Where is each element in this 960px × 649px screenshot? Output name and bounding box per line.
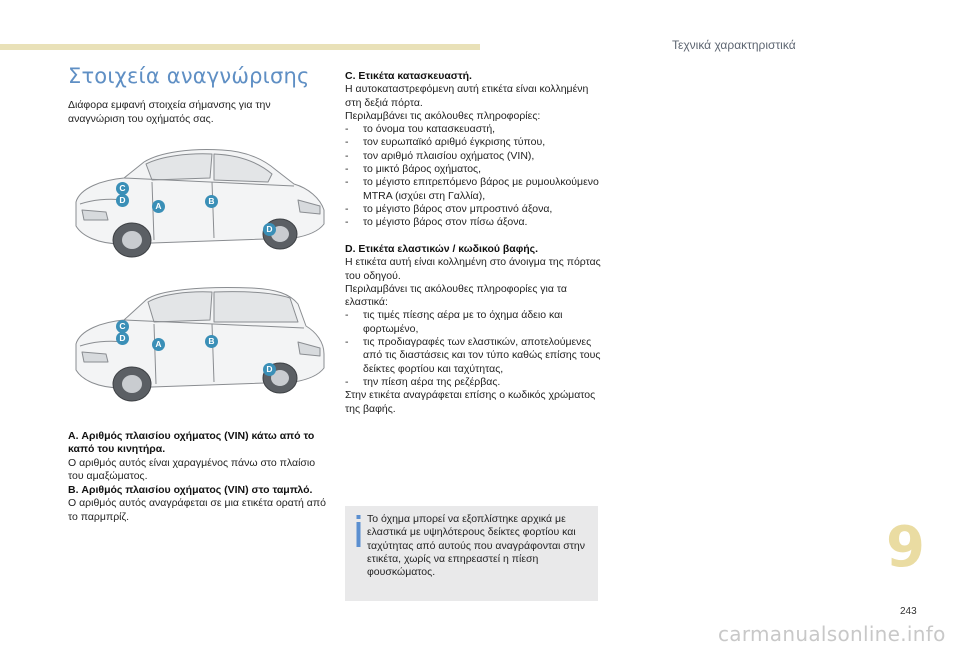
section-d-body: Η ετικέτα αυτή είναι κολλημένη στο άνοιγ… [345,256,601,282]
section-a: A. Αριθμός πλαισίου οχήματος (VIN) κάτω … [68,430,326,483]
header-accent-bar [0,44,480,50]
section-d-heading: D. Ετικέτα ελαστικών / κωδικού βαφής. [345,243,539,255]
section-c-list: το όνομα του κατασκευαστή, τον ευρωπαϊκό… [345,123,600,230]
marker-a-icon: A [152,200,165,213]
marker-d-icon: D [116,332,129,345]
list-item: τις προδιαγραφές των ελαστικών, αποτελού… [345,336,603,376]
marker-c-icon: C [116,320,129,333]
section-b-heading: B. Αριθμός πλαισίου οχήματος (VIN) στο τ… [68,484,313,496]
list-item: το όνομα του κατασκευαστή, [345,123,600,137]
estate-illustration: C D A B D [62,280,334,405]
page-title: Στοιχεία αναγνώρισης [68,64,310,88]
marker-d-rear-icon: D [263,363,276,376]
marker-c-icon: C [116,182,129,195]
list-item: τον ευρωπαϊκό αριθμό έγκρισης τύπου, [345,136,600,150]
marker-d-icon: D [116,194,129,207]
section-c: C. Ετικέτα κατασκευαστή. Η αυτοκαταστρεφ… [345,70,600,230]
section-c-heading: C. Ετικέτα κατασκευαστή. [345,70,472,82]
list-item: τον αριθμό πλαισίου οχήματος (VIN), [345,150,600,164]
list-item: το μικτό βάρος οχήματος, [345,163,600,177]
section-a-heading: A. Αριθμός πλαισίου οχήματος (VIN) κάτω … [68,430,315,456]
marker-d-rear-icon: D [263,223,276,236]
list-item: το μέγιστο βάρος στον πίσω άξονα. [345,216,600,230]
section-c-list-intro: Περιλαμβάνει τις ακόλουθες πληροφορίες: [345,109,541,122]
section-d-list: τις τιμές πίεσης αέρα με το όχημα άδειο … [345,309,603,389]
section-b-body: Ο αριθμός αυτός αναγράφεται σε μια ετικέ… [68,497,326,523]
list-item: την πίεση αέρα της ρεζέρβας. [345,376,603,390]
info-note: Το όχημα μπορεί να εξοπλίστηκε αρχικά με… [345,506,598,601]
section-title: Τεχνικά χαρακτηριστικά [672,38,796,52]
list-item: το μέγιστο επιτρεπόμενο βάρος με ρυμουλκ… [345,176,600,203]
marker-b-icon: B [205,195,218,208]
chapter-number: 9 [886,515,925,580]
watermark: carmanualsonline.info [718,622,946,646]
list-item: τις τιμές πίεσης αέρα με το όχημα άδειο … [345,309,603,336]
section-d-list-intro: Περιλαμβάνει τις ακόλουθες πληροφορίες γ… [345,282,567,309]
sedan-drawing [75,149,325,258]
page-number: 243 [900,606,917,617]
marker-a-icon: A [152,338,165,351]
estate-drawing [75,287,325,402]
intro-paragraph: Διάφορα εμφανή στοιχεία σήμανσης για την… [68,99,271,125]
sedan-illustration: C D A B D [62,140,334,260]
list-item: το μέγιστο βάρος στον μπροστινό άξονα, [345,203,600,217]
info-note-text: Το όχημα μπορεί να εξοπλίστηκε αρχικά με… [367,513,586,579]
section-d-footer: Στην ετικέτα αναγράφεται επίσης ο κωδικό… [345,389,596,415]
section-c-body: Η αυτοκαταστρεφόμενη αυτή ετικέτα είναι … [345,83,589,109]
marker-b-icon: B [205,335,218,348]
section-d: D. Ετικέτα ελαστικών / κωδικού βαφής. Η … [345,243,603,416]
info-icon [356,515,361,547]
section-b: B. Αριθμός πλαισίου οχήματος (VIN) στο τ… [68,484,326,524]
section-a-body: Ο αριθμός αυτός είναι χαραγμένος πάνω στ… [68,456,316,482]
